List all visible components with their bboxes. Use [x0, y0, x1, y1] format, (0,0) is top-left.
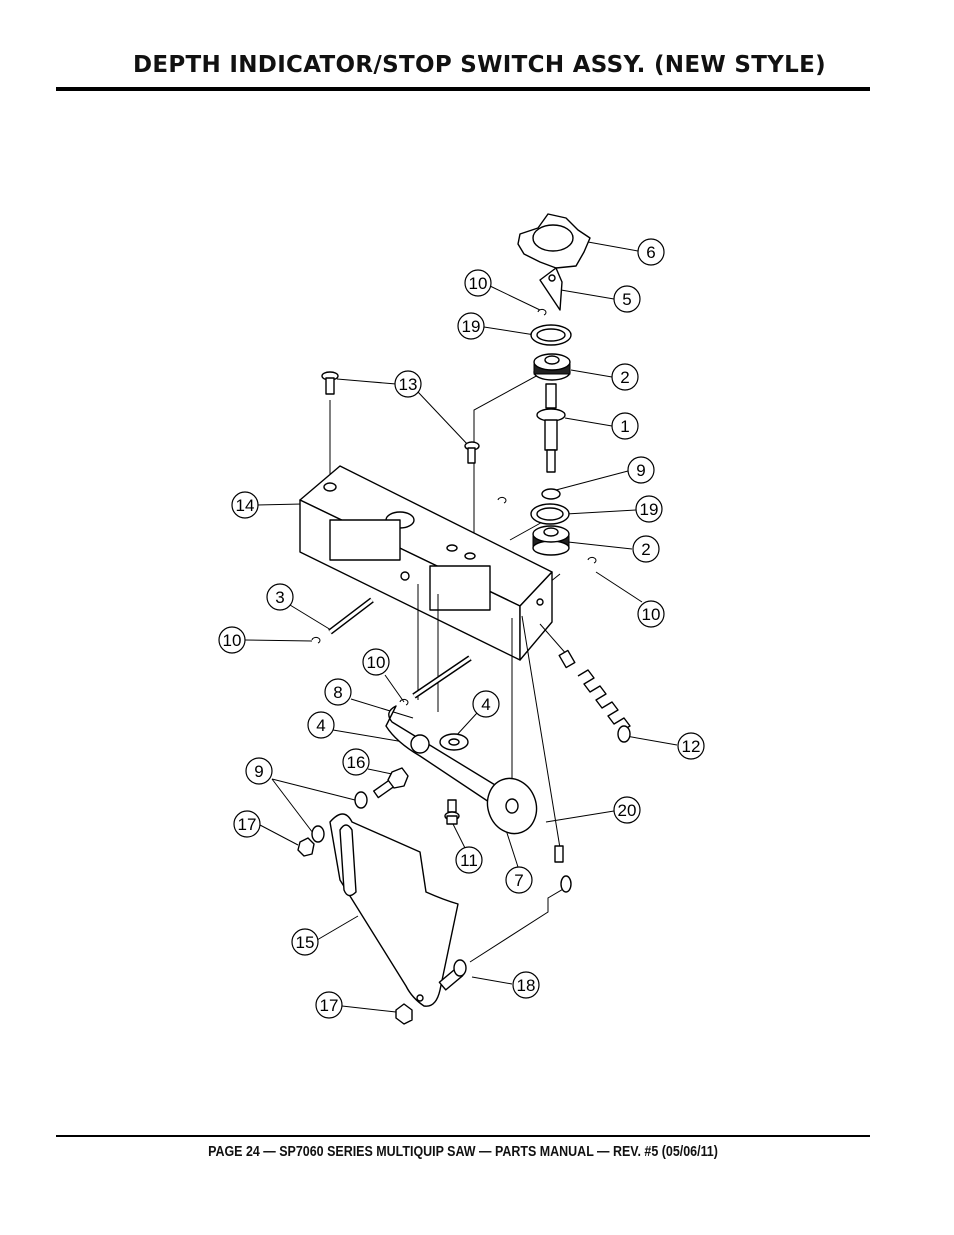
- callout-19: 19: [635, 495, 663, 523]
- pointer-plate: [539, 267, 563, 311]
- svg-text:10: 10: [642, 605, 661, 624]
- callout-10: 10: [637, 600, 665, 628]
- svg-text:14: 14: [236, 496, 255, 515]
- svg-text:13: 13: [399, 375, 418, 394]
- washer-lower-b: [311, 825, 325, 843]
- svg-text:12: 12: [682, 737, 701, 756]
- shaft: [536, 383, 566, 473]
- leader-lines: [244, 241, 678, 1013]
- svg-text:8: 8: [333, 683, 342, 702]
- svg-text:2: 2: [620, 368, 629, 387]
- bolt: [372, 767, 409, 799]
- callout-4: 4: [307, 711, 335, 739]
- footer-rule: [56, 1135, 870, 1137]
- svg-text:3: 3: [275, 588, 284, 607]
- svg-text:2: 2: [641, 540, 650, 559]
- svg-text:6: 6: [646, 243, 655, 262]
- page-title: DEPTH INDICATOR/STOP SWITCH ASSY. (NEW S…: [133, 52, 826, 78]
- callout-19: 19: [457, 312, 485, 340]
- svg-text:11: 11: [460, 851, 478, 870]
- wave-washer-upper: [530, 324, 572, 346]
- callout-15: 15: [291, 928, 319, 956]
- bushing-lower: [532, 525, 570, 556]
- switch-plate: [329, 813, 459, 1007]
- svg-text:1: 1: [620, 417, 629, 436]
- header-rule: [56, 87, 870, 91]
- star-knob: [517, 213, 591, 269]
- nut-upper: [297, 837, 315, 857]
- svg-text:9: 9: [254, 762, 263, 781]
- arm-assembly: [385, 705, 538, 835]
- callout-17: 17: [315, 991, 343, 1019]
- page-footer: PAGE 24 — SP7060 SERIES MULTIQUIP SAW — …: [208, 1144, 718, 1160]
- nut-lower: [395, 1003, 413, 1025]
- svg-text:4: 4: [316, 716, 325, 735]
- callout-2: 2: [611, 363, 639, 391]
- callout-11: 11: [455, 846, 483, 874]
- callout-7: 7: [505, 866, 533, 894]
- e-clip: [587, 556, 597, 564]
- svg-text:7: 7: [514, 871, 523, 890]
- callout-1: 1: [611, 412, 639, 440]
- svg-text:15: 15: [296, 933, 315, 952]
- screw-upper-right: [464, 441, 480, 464]
- screw-upper-left: [321, 371, 339, 395]
- callout-20: 20: [613, 796, 641, 824]
- callout-4: 4: [472, 690, 500, 718]
- callout-6: 6: [637, 238, 665, 266]
- svg-text:10: 10: [367, 653, 386, 672]
- svg-text:19: 19: [462, 317, 481, 336]
- callout-3: 3: [266, 583, 294, 611]
- svg-text:5: 5: [622, 290, 631, 309]
- callout-10: 10: [362, 648, 390, 676]
- e-clip: [537, 308, 547, 316]
- stop-switch-stud: [438, 959, 467, 991]
- svg-text:17: 17: [238, 815, 257, 834]
- svg-text:17: 17: [320, 996, 339, 1015]
- svg-text:20: 20: [618, 801, 637, 820]
- callout-8: 8: [324, 678, 352, 706]
- washer-lower-a: [354, 791, 368, 809]
- callout-18: 18: [512, 971, 540, 999]
- svg-text:16: 16: [347, 753, 366, 772]
- shoulder-screw: [444, 799, 460, 825]
- callout-9: 9: [627, 456, 655, 484]
- callout-2: 2: [632, 535, 660, 563]
- spring: [539, 623, 631, 743]
- pin-left: [328, 597, 374, 635]
- svg-text:9: 9: [636, 461, 645, 480]
- callout-10: 10: [218, 626, 246, 654]
- svg-text:18: 18: [517, 976, 536, 995]
- e-clip: [399, 698, 409, 706]
- callout-labels: 6 10 5 19 2 13 1 9 14 19 2 3 10 10 10 8 …: [218, 238, 705, 1019]
- e-clip: [311, 636, 321, 644]
- svg-text:10: 10: [223, 631, 242, 650]
- washer-small-upper: [541, 488, 561, 500]
- cable: [521, 615, 572, 893]
- svg-text:19: 19: [640, 500, 659, 519]
- pin-right: [412, 655, 472, 699]
- callout-12: 12: [677, 732, 705, 760]
- svg-text:4: 4: [481, 695, 490, 714]
- callout-14: 14: [231, 491, 259, 519]
- svg-text:10: 10: [469, 274, 488, 293]
- callout-9: 9: [245, 757, 273, 785]
- bushing-upper: [533, 353, 571, 381]
- e-clip: [497, 496, 507, 504]
- callout-17: 17: [233, 810, 261, 838]
- callout-10: 10: [464, 269, 492, 297]
- callout-13: 13: [394, 370, 422, 398]
- wave-washer-lower: [530, 503, 570, 525]
- callout-16: 16: [342, 748, 370, 776]
- bracket-box: [299, 465, 553, 810]
- callout-5: 5: [613, 285, 641, 313]
